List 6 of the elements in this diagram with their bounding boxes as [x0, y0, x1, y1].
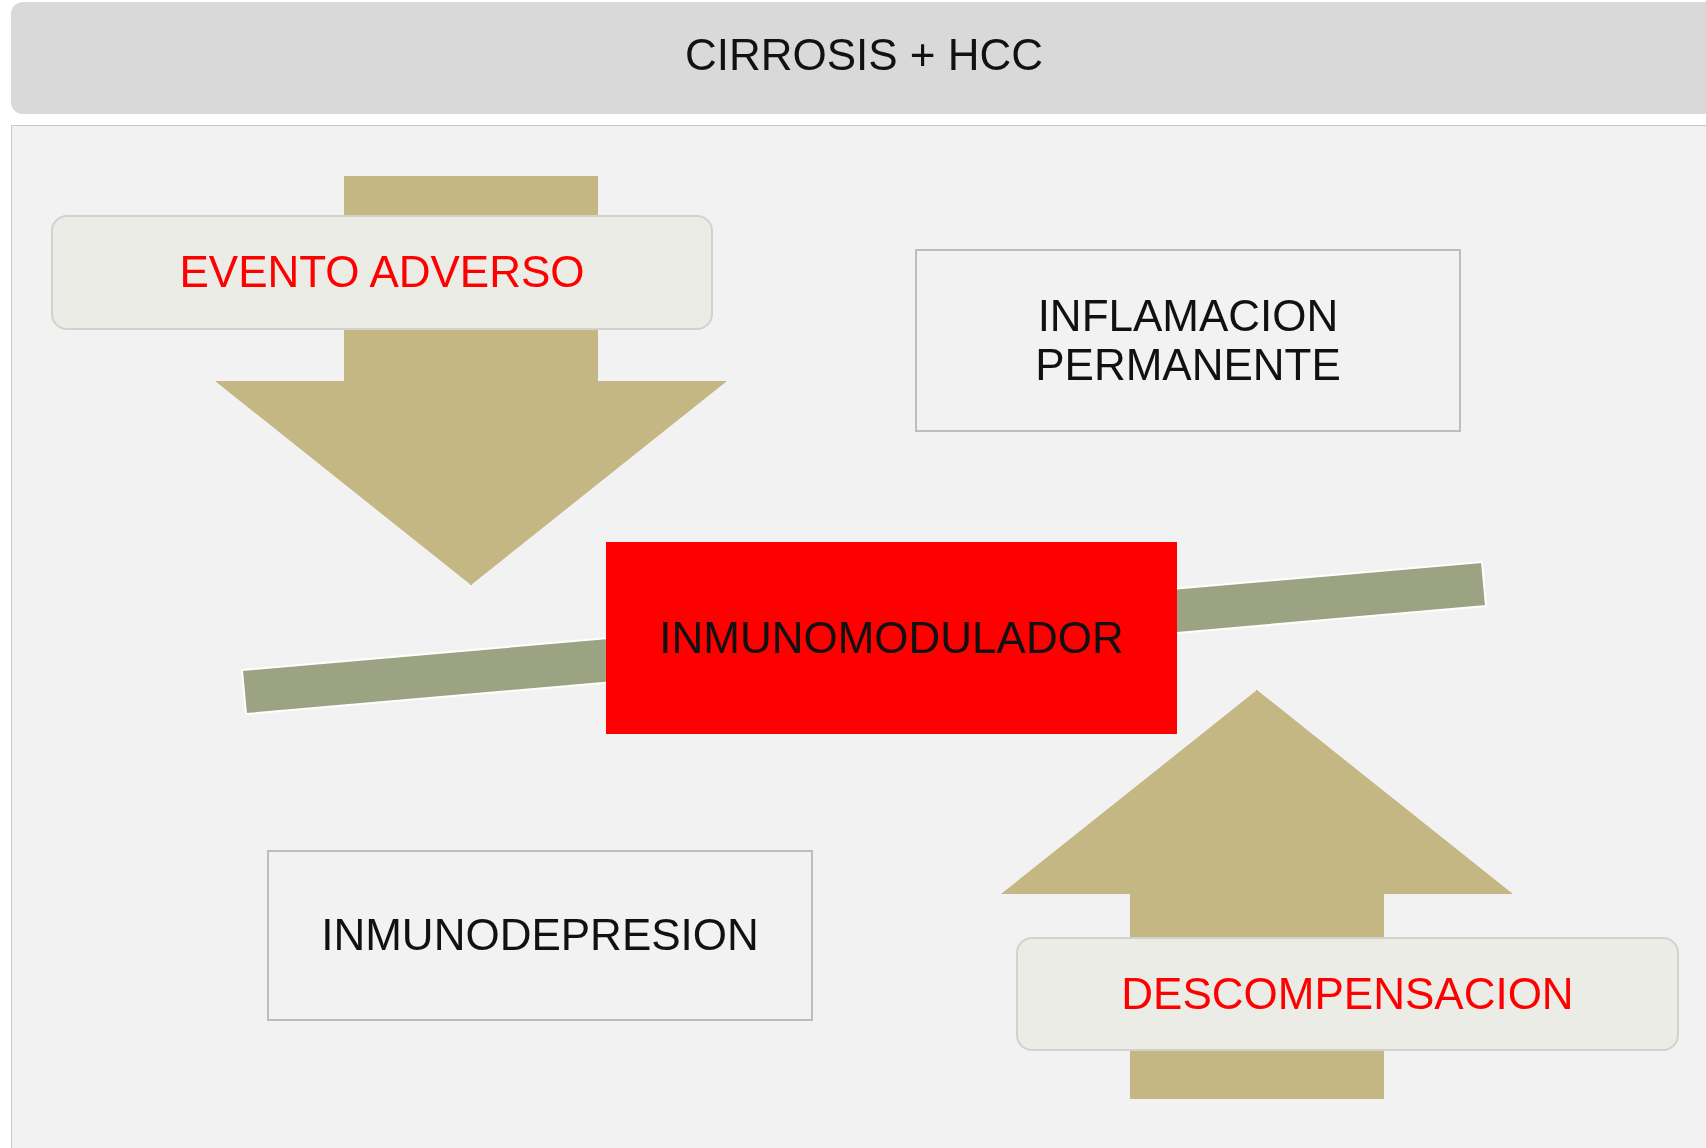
text-box: INMUNODEPRESION — [267, 850, 813, 1021]
highlight-box: INMUNOMODULADOR — [606, 542, 1177, 734]
label-box: DESCOMPENSACION — [1016, 937, 1679, 1051]
label-box: EVENTO ADVERSO — [51, 215, 713, 330]
text-box: INFLAMACION PERMANENTE — [915, 249, 1461, 432]
title: CIRROSIS + HCC — [683, 30, 1045, 80]
